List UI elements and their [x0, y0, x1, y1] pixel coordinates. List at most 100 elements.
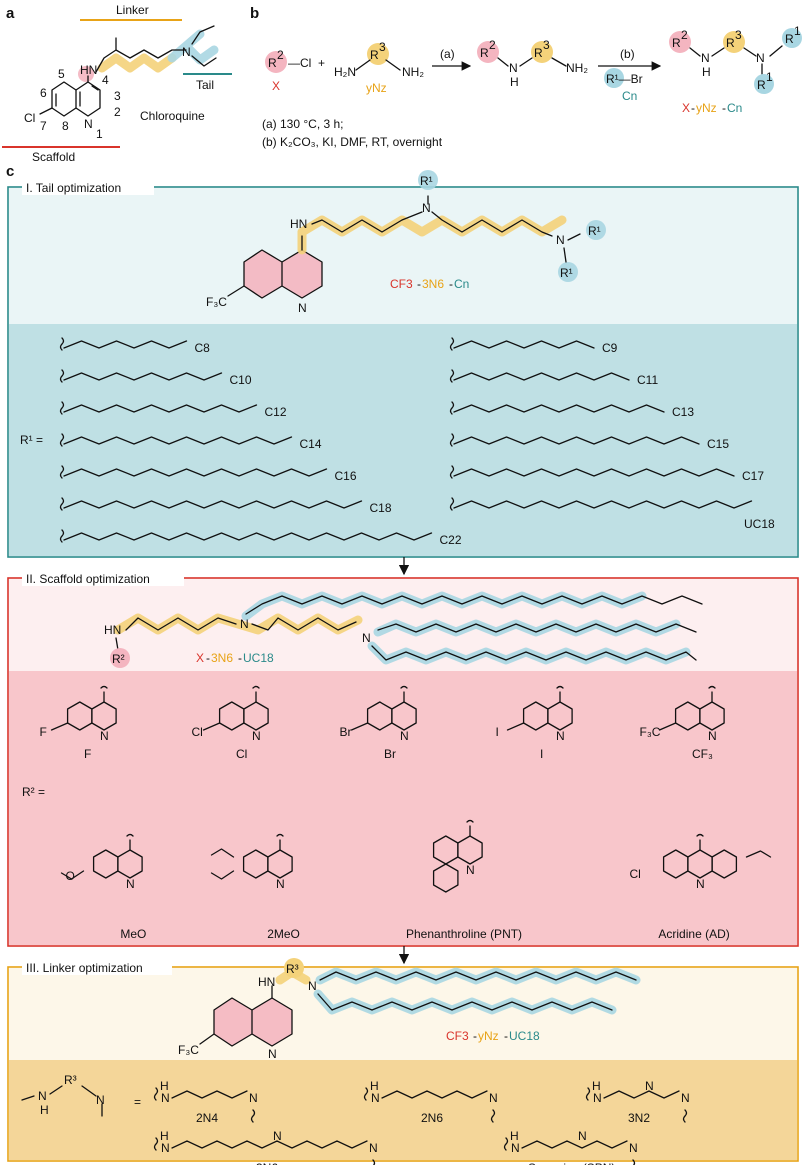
sub-bond-r1-4 [658, 722, 677, 731]
scaffold-tail1-bonds [245, 595, 703, 615]
prod-tag-cn: Cn [727, 101, 742, 115]
linker-header-bg [9, 968, 797, 1060]
linker-n2-3: N [369, 1141, 378, 1155]
generic-equals: = [134, 1095, 141, 1109]
linker-label-3: 3N6 [256, 1161, 278, 1165]
tail-ring-n: N [298, 301, 307, 315]
tail-label-left-0: C8 [195, 341, 211, 355]
linker-item-3: HNNN3N6 [153, 1129, 378, 1165]
ring-num-2: 2 [114, 105, 121, 119]
substituent-r1-3: I [496, 725, 499, 739]
condition-b: (b) K₂CO₃, KI, DMF, RT, overnight [262, 135, 443, 149]
tail-right-attach-5 [449, 497, 455, 511]
tail-label-right-2: C13 [672, 405, 694, 419]
prod-n: N [756, 51, 765, 65]
ring-left-r2-3 [662, 849, 689, 879]
linker-label-0: 2N4 [196, 1111, 218, 1125]
linker-compound-c: UC18 [509, 1029, 540, 1043]
scaffold-label: Scaffold [32, 150, 75, 164]
scaffold-label-r2-1: 2MeO [267, 927, 300, 941]
linker-n1-3: N [161, 1141, 170, 1155]
linker-n: N [308, 979, 317, 993]
tail-f3c: F₃C [206, 295, 227, 309]
scaffold-compound-c: UC18 [243, 651, 274, 665]
linker-nh-4: H [510, 1129, 519, 1143]
int-r3-sup: 3 [543, 38, 550, 52]
linker-attach-bottom-4 [632, 1159, 636, 1165]
ring-n-r1-0: N [100, 729, 109, 743]
linker-chain-3 [171, 1140, 368, 1149]
attach-point-r2-1 [276, 833, 284, 851]
prod-r2-sup: 2 [681, 28, 688, 42]
ring-n-r1-4: N [708, 729, 717, 743]
tail-compound-y: 3N6 [422, 277, 444, 291]
condition-a: (a) 130 °C, 3 h; [262, 117, 344, 131]
linker-attach-left-1 [363, 1087, 369, 1101]
reactant2-h2n: H₂N [334, 65, 356, 79]
tail-chain-right-4 [453, 468, 735, 477]
linker-n2-1: N [489, 1091, 498, 1105]
prod-nh: N [701, 51, 710, 65]
panel-c-letter: c [6, 163, 14, 180]
prod-tag-ynz: yNz [696, 101, 717, 115]
attach-point-r1-4 [708, 685, 716, 703]
panel-b-letter: b [250, 5, 259, 22]
tail-label-left-2: C12 [265, 405, 287, 419]
product-r1a-hl [782, 28, 802, 48]
tail-label-right-4: C17 [742, 469, 764, 483]
tail-label-left-4: C16 [335, 469, 357, 483]
ring-num-8: 8 [62, 119, 69, 133]
tail-label: Tail [196, 78, 214, 92]
r2-highlight [265, 51, 287, 73]
int-r3-symbol: R [534, 46, 543, 60]
quinoline-ring-left [51, 81, 77, 117]
linker-n2-4: N [629, 1141, 638, 1155]
ring-n-r2-0: N [126, 877, 135, 891]
linker-n1-0: N [161, 1091, 170, 1105]
tail-label-left-5: C18 [370, 501, 392, 515]
tail-compound-c: Cn [454, 277, 469, 291]
scaffold-tail3-bonds [371, 645, 697, 661]
hn-atom: HN [80, 63, 97, 77]
ring-n-r1-2: N [400, 729, 409, 743]
linker-scaffold-bonds [199, 985, 273, 1045]
sub-bond-r1-1 [202, 722, 221, 731]
intermediate-r2-hl [477, 41, 499, 63]
tail-chain-left-2 [63, 404, 258, 413]
bromide-r1-hl [604, 68, 624, 88]
scaffold-n1: N [240, 617, 249, 631]
acridine-methoxy-bond [745, 850, 772, 858]
intermediate-bonds [497, 57, 567, 67]
tail-r1c-hl [558, 262, 578, 282]
plus-sign: + [318, 56, 325, 70]
tail-chain-right-3 [453, 436, 700, 445]
scaffold-compound-dash2: - [238, 651, 242, 665]
scaffold-tail2-bonds [377, 623, 697, 633]
linker-scaffold-hl [214, 998, 292, 1046]
ring-left-r1-4 [674, 701, 701, 731]
substituent-r1-2: Br [340, 725, 352, 739]
scaffold-r2: R² [112, 652, 125, 666]
scaffold-title: II. Scaffold optimization [26, 572, 150, 586]
ring-below-r2-2 [432, 863, 459, 893]
ring-num-4: 4 [102, 73, 109, 87]
attach-point-r1-1 [252, 685, 260, 703]
linker-compound-x: CF3 [446, 1029, 469, 1043]
scaffold-list-bg [9, 671, 797, 945]
acridine-cl: Cl [630, 867, 641, 881]
tail-linker-bonds [301, 211, 553, 251]
tail-compound-dash2: - [449, 277, 453, 291]
tail-label-right-1: C11 [637, 373, 658, 387]
ring-n-r1-1: N [252, 729, 261, 743]
scaffold-compound-x: X [196, 651, 204, 665]
tail-left-attach-5 [59, 497, 65, 511]
generic-h: H [40, 1103, 49, 1117]
ring-n-r2-2: N [466, 863, 475, 877]
tail-n2: N [556, 233, 565, 247]
panel-a-letter: a [6, 5, 15, 22]
tail-right-attach-4 [449, 465, 455, 479]
